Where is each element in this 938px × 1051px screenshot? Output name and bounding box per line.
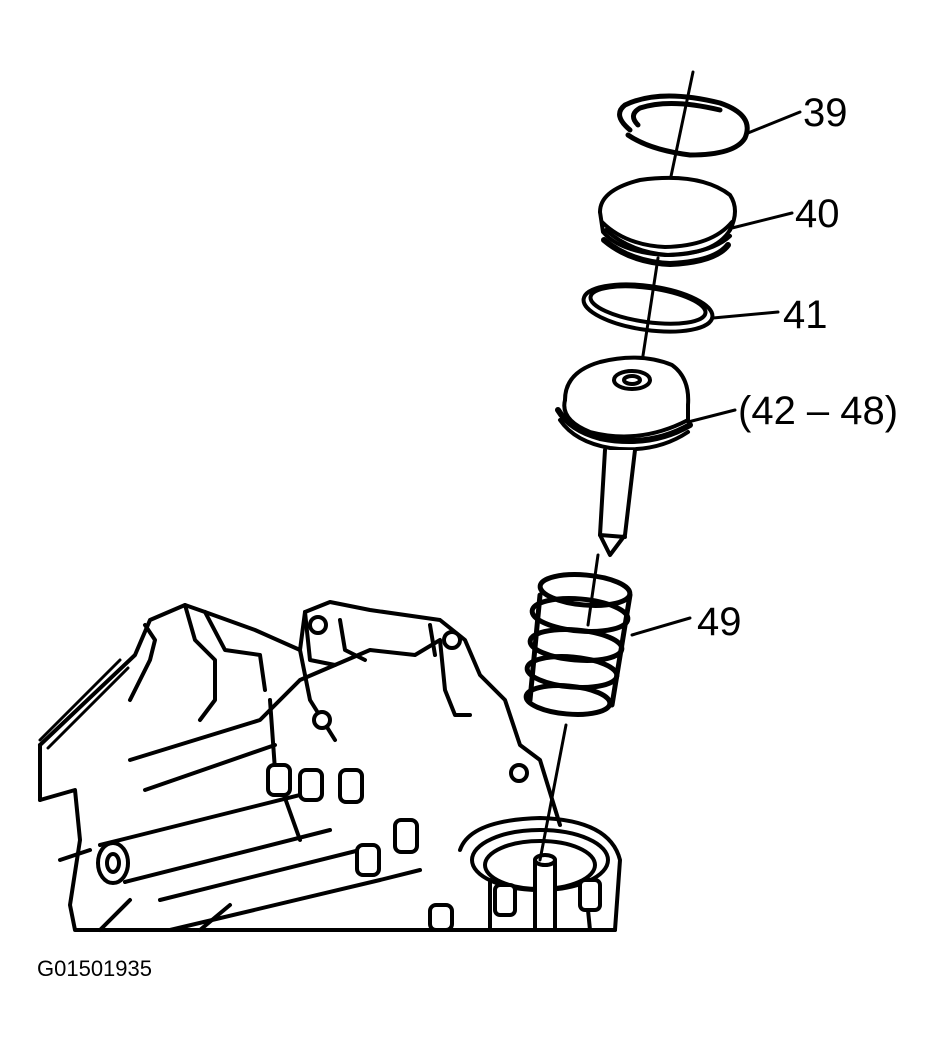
servo-stem <box>493 853 602 932</box>
callout-40: 40 <box>795 192 840 236</box>
callout-42-48: (42 – 48) <box>738 389 898 433</box>
return-spring-49 <box>523 572 633 717</box>
bolt-heads <box>266 710 529 932</box>
callout-39: 39 <box>803 91 848 135</box>
callout-labels: 39 40 41 (42 – 48) 49 <box>697 91 898 644</box>
callout-41: 41 <box>783 293 828 337</box>
snap-ring-39 <box>617 93 750 158</box>
leader-41 <box>711 310 780 320</box>
figure-id: G01501935 <box>37 956 152 981</box>
leader-49 <box>630 616 692 637</box>
servo-piston-42-48 <box>555 355 693 557</box>
leader-40 <box>730 211 794 230</box>
o-ring-41 <box>581 282 715 334</box>
servo-cover-40 <box>598 175 737 267</box>
transmission-housing <box>38 600 622 932</box>
callout-49: 49 <box>697 600 742 644</box>
leader-39 <box>746 110 802 135</box>
leader-42-48 <box>686 408 737 424</box>
leader-lines <box>630 110 802 637</box>
